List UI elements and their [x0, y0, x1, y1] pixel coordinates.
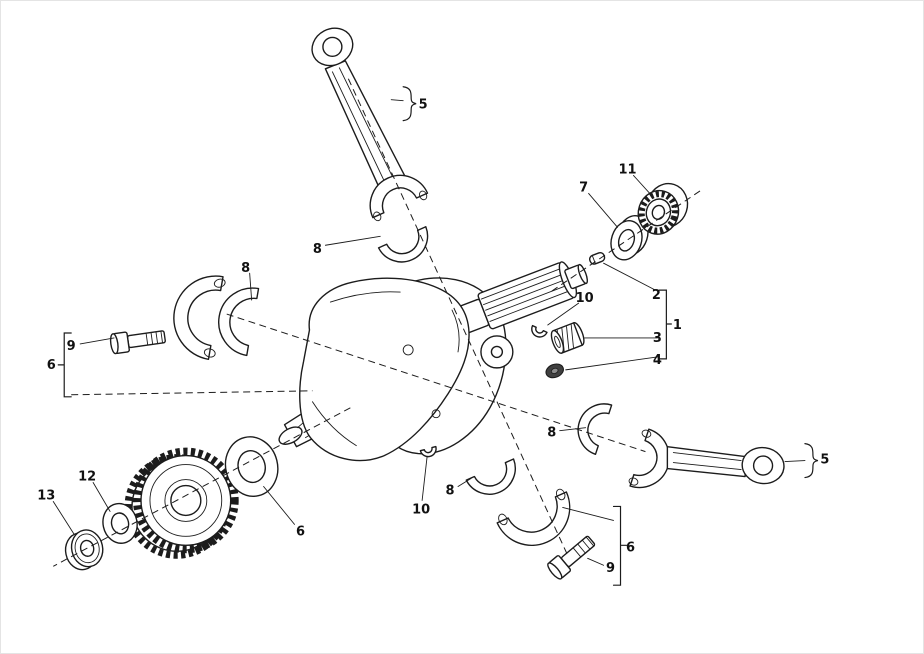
gear-nut [64, 529, 104, 571]
callout-shim-upper: 10 [576, 291, 594, 306]
crankshaft [278, 261, 589, 462]
leader-11 [633, 175, 654, 198]
leader-8-upper [324, 235, 381, 246]
shim-upper [531, 324, 548, 338]
nut [545, 363, 564, 379]
rod-bolt-bottom [547, 535, 596, 580]
rod-bolt-left [109, 330, 166, 355]
callout-nut: 4 [653, 353, 662, 368]
shim-washer [224, 436, 279, 497]
leader-6-washer [263, 486, 295, 525]
leader-10-lower [421, 456, 428, 501]
shim-lower [419, 445, 437, 458]
bracket-5-right [804, 443, 819, 479]
group-brackets [57, 86, 819, 586]
leader-8-left [249, 272, 253, 301]
callout-shim-washer: 6 [296, 524, 305, 539]
bracket-5-upper [402, 86, 417, 122]
callout-bearing-shell-right: 8 [547, 426, 556, 441]
axis-link-left-group [71, 390, 313, 396]
leader-5-right [784, 460, 806, 463]
leader-8-lower [457, 478, 472, 487]
callout-ring-nut: 11 [618, 162, 636, 177]
leader-10-upper [547, 302, 580, 326]
leader-9-left [79, 337, 115, 345]
axis-crank-left-shaft [53, 407, 351, 567]
leader-6-bottom [562, 506, 614, 521]
axis-upper-rod-assembly [347, 78, 569, 556]
leader-8-right [559, 427, 587, 432]
primary-drive-gear [124, 447, 239, 559]
ring-nut [637, 182, 689, 235]
bearing-shell-upper [377, 226, 429, 263]
bracket-1 [658, 289, 672, 360]
leader-4 [565, 356, 658, 371]
connecting-rod-right [628, 428, 785, 489]
bushing [550, 322, 585, 354]
bearing-shell-left [218, 287, 260, 357]
callout-gear-washer: 12 [78, 470, 96, 485]
callout-bushing: 3 [653, 331, 662, 346]
bearing-shell-right [577, 403, 613, 456]
callout-bearing-shell-lower: 8 [446, 483, 455, 498]
leader-5-upper [390, 99, 404, 102]
axis-crank-right-shaft [551, 189, 703, 292]
callout-rod-bolt-bottom: 9 [606, 561, 615, 576]
rod-cap-left [173, 275, 226, 360]
bearing-shell-lower [465, 458, 516, 495]
bracket-6-bottom [612, 505, 628, 586]
connecting-rod-upper [311, 27, 429, 222]
callout-connecting-rod-right: 5 [820, 453, 829, 468]
leader-7 [588, 192, 618, 228]
callout-bearing-shell-left: 8 [241, 261, 250, 276]
bracket-6-left [57, 332, 72, 398]
callout-gear-nut: 13 [37, 488, 55, 503]
leader-2 [603, 262, 656, 291]
callout-bearing-shell-upper: 8 [313, 242, 322, 257]
callout-shim-lower: 10 [412, 502, 430, 517]
callout-connecting-rod-upper: 5 [419, 98, 428, 113]
callout-rod-cap-group-bottom: 6 [626, 540, 635, 555]
leader-13 [52, 501, 75, 535]
callout-crankshaft: 1 [673, 318, 682, 333]
callout-leaders [52, 99, 806, 566]
leader-12 [92, 482, 111, 512]
callout-key: 2 [652, 288, 661, 303]
callout-labels: 5 8 8 9 6 7 11 2 1 10 3 4 5 8 8 6 10 9 6… [37, 98, 829, 577]
rod-cap-bottom [496, 488, 571, 547]
washer [610, 215, 649, 261]
leader-9-bottom [587, 557, 605, 566]
callout-washer: 7 [579, 180, 588, 195]
callout-rod-bolt-left: 9 [67, 339, 76, 354]
callout-rod-cap-group-left: 6 [47, 358, 56, 373]
